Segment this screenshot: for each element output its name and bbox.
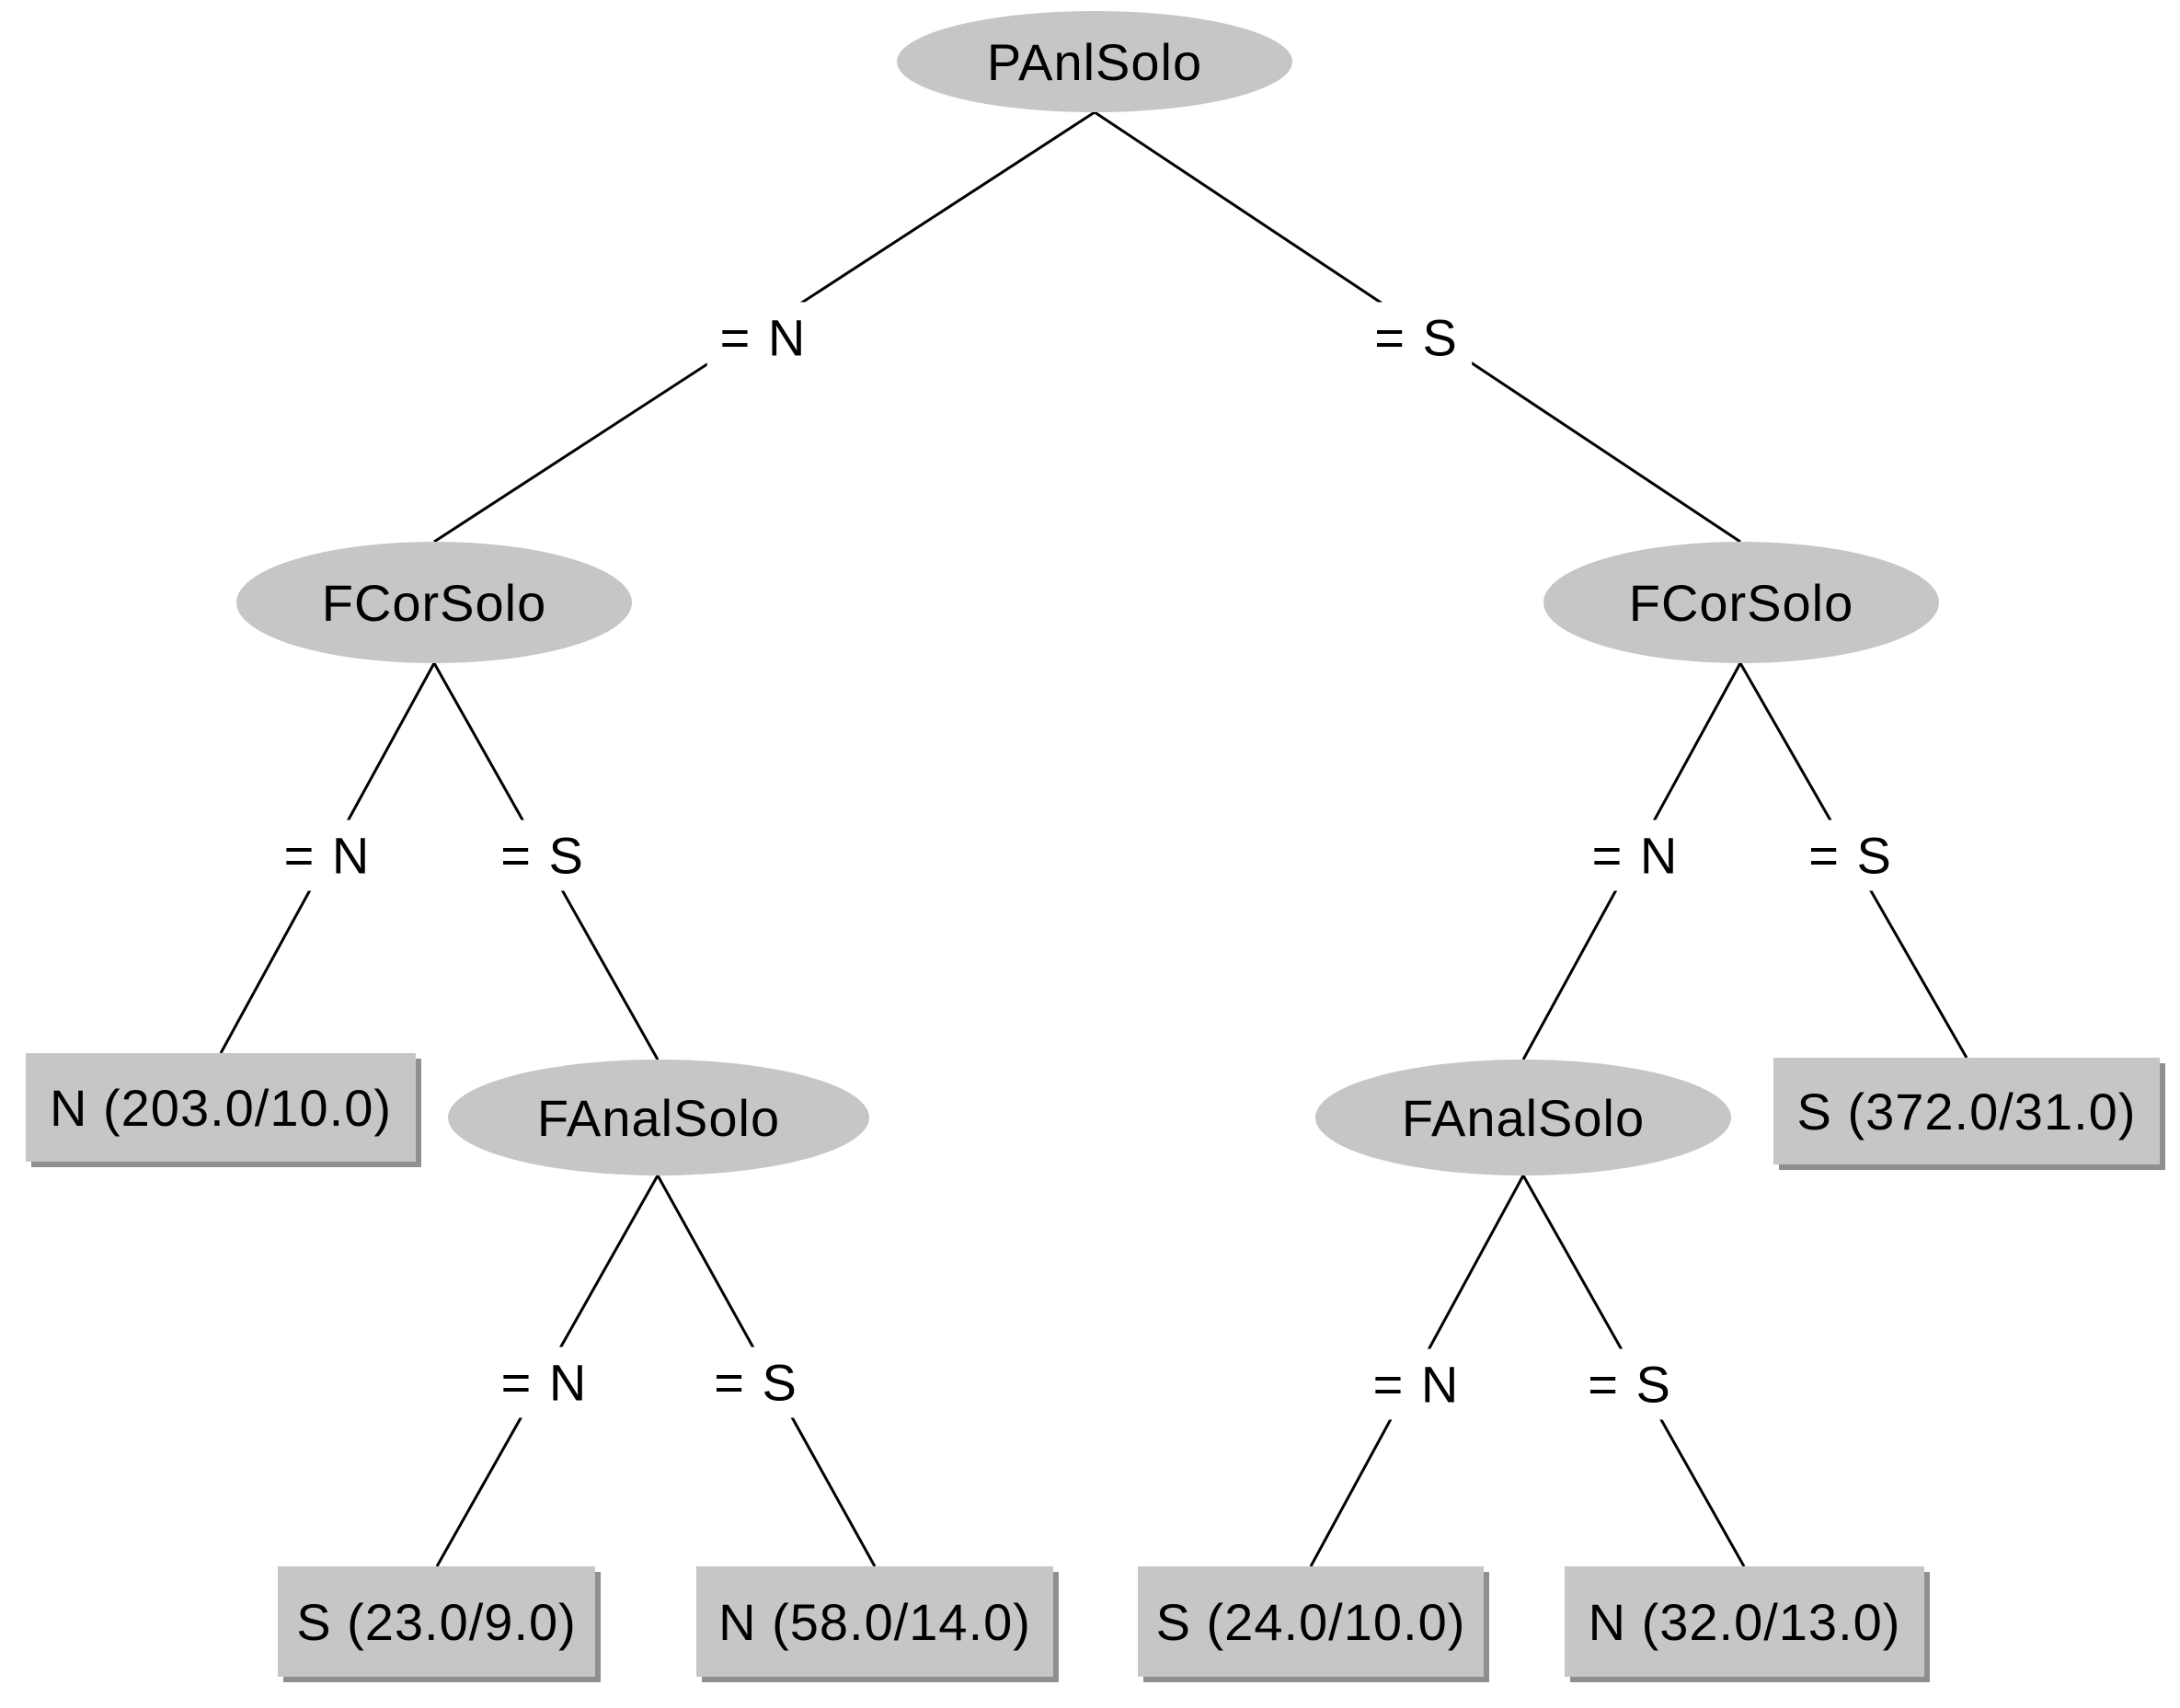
- leaf-node-n-203: N (203.0/10.0): [26, 1053, 416, 1162]
- edge-label-left-fanalsolo-n: = N: [488, 1347, 602, 1418]
- leaf-node-n-58: N (58.0/14.0): [696, 1566, 1053, 1677]
- leaf-node-n-32: N (32.0/13.0): [1565, 1566, 1924, 1677]
- root-node-panlsolo: PAnlSolo: [897, 11, 1292, 112]
- edge-label-right-fcorsolo-n: = N: [1578, 820, 1692, 891]
- decision-node-fcorsolo-left: FCorSolo: [236, 542, 632, 663]
- edge-label-right-fanalsolo-n: = N: [1360, 1348, 1474, 1420]
- edge-label-left-fanalsolo-s: = S: [701, 1347, 811, 1418]
- edge-label-right-fcorsolo-s: = S: [1796, 820, 1906, 891]
- edge-label-left-fcorsolo-n: = N: [270, 820, 384, 891]
- decision-node-fcorsolo-right: FCorSolo: [1543, 542, 1939, 663]
- decision-node-fanalsolo-left: FAnalSolo: [448, 1060, 869, 1175]
- leaf-node-s-23: S (23.0/9.0): [278, 1566, 595, 1677]
- decision-node-fanalsolo-right: FAnalSolo: [1315, 1060, 1731, 1175]
- leaf-node-s-24: S (24.0/10.0): [1138, 1566, 1484, 1677]
- edge-label-root-s: = S: [1361, 302, 1472, 373]
- edge-label-root-n: = N: [706, 302, 820, 373]
- edge-label-right-fanalsolo-s: = S: [1575, 1348, 1685, 1420]
- leaf-node-s-372: S (372.0/31.0): [1773, 1058, 2160, 1164]
- edge-label-left-fcorsolo-s: = S: [488, 820, 598, 891]
